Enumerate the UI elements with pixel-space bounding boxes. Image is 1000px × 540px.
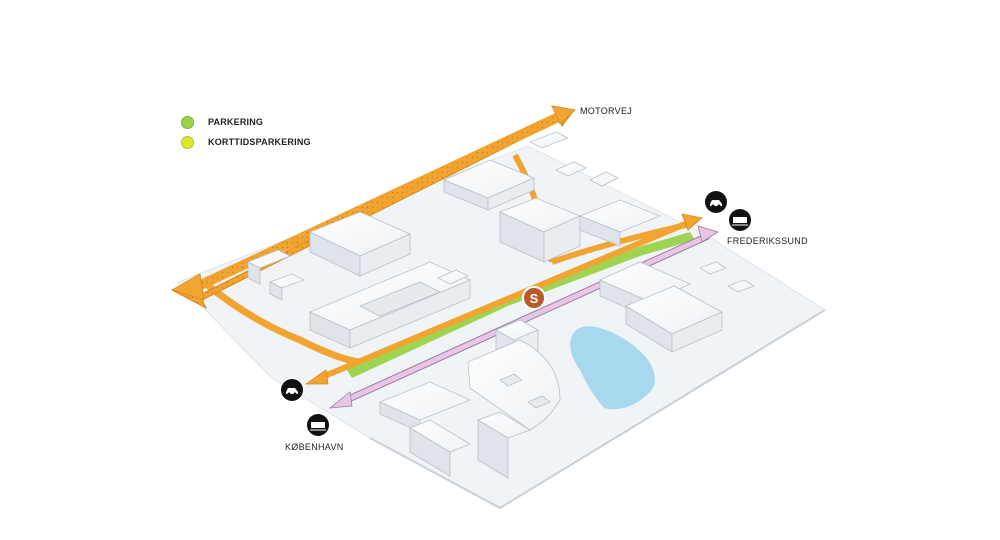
legend: PARKERING KORTTIDSPARKERING (181, 112, 311, 152)
station-badge-label: S (530, 291, 539, 306)
legend-item-korttidsparkering: KORTTIDSPARKERING (181, 132, 311, 152)
rail-arrow-head-east (697, 225, 719, 243)
motorvej-arrow-head-west (171, 273, 205, 301)
legend-item-parkering: PARKERING (181, 112, 311, 132)
label-motorvej: MOTORVEJ (580, 106, 633, 116)
label-kobenhavn: KØBENHAVN (285, 442, 344, 452)
car-icon (705, 191, 727, 213)
ground-edge (369, 309, 826, 510)
station-badge: S (522, 286, 546, 310)
train-icon (729, 209, 751, 231)
road-arrow-head-east (681, 213, 703, 231)
road-arrow-head-west (304, 369, 329, 385)
water-pond (570, 326, 655, 410)
legend-label: KORTTIDSPARKERING (208, 137, 311, 147)
parking-strip (344, 232, 695, 378)
car-icon (281, 379, 303, 401)
parkering-swatch (181, 115, 194, 129)
legend-label: PARKERING (208, 117, 264, 127)
motorvej-arrow-head-east (551, 105, 576, 125)
korttidsparkering-swatch (181, 135, 194, 149)
inner-road-loop (202, 280, 361, 366)
train-icon (307, 414, 329, 436)
rail-arrow-head-west (328, 391, 353, 409)
buildings (247, 131, 755, 479)
label-frederikssund: FREDERIKSSUND (727, 236, 808, 246)
